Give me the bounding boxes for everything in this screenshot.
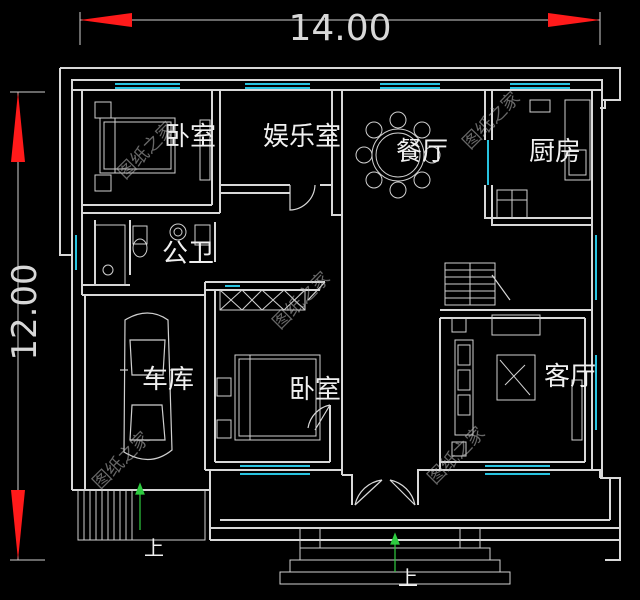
up-marker-front: 上 bbox=[398, 566, 418, 590]
up-markers: 上 上 bbox=[144, 536, 418, 590]
bed-middle bbox=[216, 354, 321, 441]
room-label-garage: 车库 bbox=[142, 365, 194, 395]
dining-table bbox=[355, 111, 441, 199]
dimension-arrow-left bbox=[80, 13, 132, 27]
toilet-fixtures bbox=[94, 223, 211, 286]
wardrobe bbox=[219, 289, 306, 311]
height-dimension-label: 12.00 bbox=[5, 263, 45, 360]
room-label-kitchen: 厨房 bbox=[529, 137, 581, 167]
left-steps bbox=[77, 489, 206, 541]
living-furniture bbox=[451, 314, 583, 457]
dimension-arrow-right bbox=[548, 13, 600, 27]
watermark-3: 图纸之家 bbox=[269, 268, 335, 334]
car-outline bbox=[120, 312, 178, 461]
room-label-living: 客厅 bbox=[544, 362, 596, 392]
room-label-entertainment: 娱乐室 bbox=[263, 122, 341, 152]
kitchen-fixtures bbox=[496, 99, 591, 219]
doors bbox=[289, 184, 511, 506]
windows bbox=[75, 83, 597, 475]
watermark-5: 图纸之家 bbox=[424, 423, 490, 489]
watermark-4: 图纸之家 bbox=[89, 428, 155, 494]
width-dimension-label: 14.00 bbox=[288, 8, 391, 49]
room-label-dining: 餐厅 bbox=[396, 137, 448, 167]
up-marker-left: 上 bbox=[144, 536, 164, 560]
staircase bbox=[444, 262, 496, 306]
dimension-arrow-bottom bbox=[11, 490, 25, 560]
height-dimension: 12.00 bbox=[5, 91, 45, 561]
exterior-walls bbox=[59, 67, 621, 561]
room-label-bedroom-top: 卧室 bbox=[164, 122, 216, 152]
room-labels: 卧室 娱乐室 餐厅 厨房 公卫 车库 卧室 客厅 bbox=[142, 122, 596, 405]
dimension-arrow-top bbox=[11, 92, 25, 162]
bed-top bbox=[94, 101, 211, 192]
room-label-bedroom-middle: 卧室 bbox=[289, 375, 341, 405]
room-label-toilet: 公卫 bbox=[162, 239, 214, 269]
width-dimension: 14.00 bbox=[79, 8, 601, 49]
entrance-arrows bbox=[135, 482, 400, 572]
